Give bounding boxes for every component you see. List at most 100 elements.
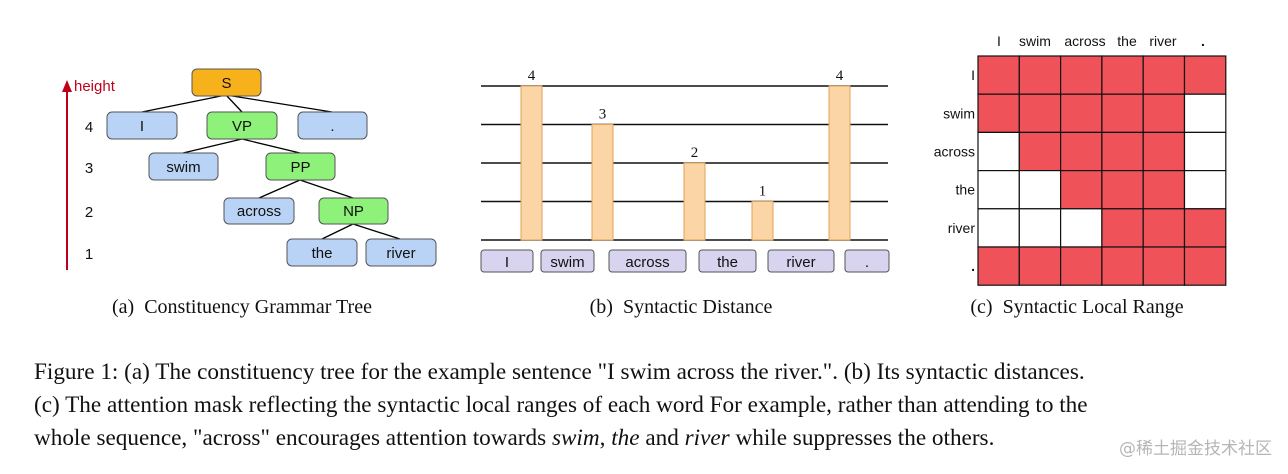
svg-text:river: river (386, 245, 415, 262)
height-tick-2: 2 (85, 204, 93, 221)
mask-col-label-4: river (1149, 33, 1177, 49)
mask-cell-0-4 (1142, 55, 1186, 95)
tree-node-S: S (191, 68, 262, 97)
svg-text:.: . (330, 118, 334, 135)
mask-cell-5-1 (1018, 246, 1062, 286)
mask-cell-0-2 (1059, 55, 1103, 95)
mask-cell-0-1 (1018, 55, 1062, 95)
svg-text:the: the (312, 245, 333, 262)
distance-value-I: 4 (528, 68, 536, 84)
panel-a-tree: height 4 3 2 1 S I VP (62, 68, 437, 318)
mask-cell-3-0 (977, 170, 1020, 210)
mask-cell-0-5 (1183, 55, 1227, 95)
mask-cell-2-0 (977, 131, 1020, 172)
token-label-4: river (786, 254, 815, 271)
mask-cell-5-3 (1101, 246, 1144, 286)
mask-cell-4-1 (1018, 208, 1062, 248)
token-label-5: . (865, 254, 869, 271)
token-box-0 (480, 249, 534, 273)
mask-cell-2-1 (1018, 131, 1062, 172)
distance-bar-across (683, 162, 706, 241)
svg-text:PP: PP (290, 159, 310, 176)
distance-bars: 4 3 2 1 4 (520, 68, 851, 241)
distance-value-across: 2 (691, 145, 699, 161)
distance-bar-river (828, 85, 851, 241)
token-box-2 (608, 249, 687, 273)
mask-col-label-5: . (1201, 33, 1205, 49)
caption-emph-river: river (684, 425, 730, 451)
panel-a-caption: (a) Constituency Grammar Tree (112, 296, 372, 318)
token-label-3: the (717, 254, 738, 271)
caption-line-3: whole sequence, "across" encourages atte… (34, 422, 1264, 455)
caption-line-1: Figure 1: (a) The constituency tree for … (34, 359, 1085, 385)
tree-node-dot: . (297, 111, 368, 140)
mask-cell-5-5 (1183, 246, 1227, 286)
mask-row-label-4: river (948, 220, 976, 236)
token-box-1 (540, 249, 595, 273)
mask-cell-3-2 (1059, 170, 1103, 210)
tree-node-river: river (365, 238, 437, 267)
svg-text:swim: swim (166, 159, 200, 176)
mask-row-label-3: the (956, 182, 976, 198)
token-box-4 (767, 249, 835, 273)
height-tick-1: 1 (85, 246, 93, 263)
distance-value-river: 4 (836, 68, 844, 84)
svg-text:S: S (221, 75, 231, 92)
mask-row-label-1: swim (943, 105, 975, 121)
mask-cell-2-4 (1142, 131, 1186, 172)
mask-col-label-1: swim (1019, 33, 1051, 49)
token-label-0: I (505, 254, 509, 271)
distance-value-the: 1 (759, 184, 767, 200)
mask-cell-1-2 (1059, 93, 1103, 133)
mask-cell-5-2 (1059, 246, 1103, 286)
token-box-3 (698, 249, 757, 273)
watermark: @稀土掘金技术社区 (1119, 439, 1272, 459)
panel-b-caption: (b) Syntactic Distance (590, 296, 773, 318)
tree-node-across: across (223, 197, 295, 225)
svg-text:NP: NP (343, 203, 364, 220)
distance-bar-I (520, 85, 543, 241)
mask-cell-1-1 (1018, 93, 1062, 133)
mask-col-label-2: across (1064, 33, 1105, 49)
mask-cell-0-3 (1101, 55, 1144, 95)
distance-bar-swim (591, 124, 614, 241)
token-label-2: across (625, 254, 669, 271)
distance-value-swim: 3 (599, 107, 607, 123)
attention-mask-grid (977, 55, 1227, 286)
mask-cell-1-5 (1183, 93, 1227, 133)
mask-cell-4-3 (1101, 208, 1144, 248)
mask-cell-3-4 (1142, 170, 1186, 210)
mask-cell-1-4 (1142, 93, 1186, 133)
panel-c-caption: (c) Syntactic Local Range (970, 296, 1183, 318)
caption-emph-the: the (611, 425, 640, 451)
mask-cell-0-0 (977, 55, 1020, 95)
height-arrow-head-icon (62, 80, 72, 92)
tree-node-the: the (286, 238, 358, 267)
distance-bar-the (751, 201, 774, 241)
tree-node-NP: NP (318, 197, 389, 225)
mask-cell-3-5 (1183, 170, 1227, 210)
token-label-1: swim (550, 254, 584, 271)
svg-text:I: I (140, 118, 144, 135)
caption-emph-swim: swim (551, 425, 600, 451)
mask-row-label-0: I (971, 67, 975, 83)
mask-cell-4-2 (1059, 208, 1103, 248)
mask-cell-4-0 (977, 208, 1020, 248)
tree-edges (141, 94, 401, 240)
tree-node-swim: swim (148, 152, 219, 181)
mask-row-label-5: . (971, 258, 975, 274)
mask-cell-5-0 (977, 246, 1020, 286)
mask-cell-2-5 (1183, 131, 1227, 172)
caption-line-3-end: while suppresses the others. (729, 425, 995, 451)
mask-cell-3-1 (1018, 170, 1062, 210)
tree-node-I: I (106, 111, 178, 140)
mask-col-label-3: the (1117, 33, 1137, 49)
caption-comma: , (599, 425, 612, 451)
mask-cell-2-3 (1101, 131, 1144, 172)
caption-line-2: (c) The attention mask reflecting the sy… (34, 392, 1088, 418)
